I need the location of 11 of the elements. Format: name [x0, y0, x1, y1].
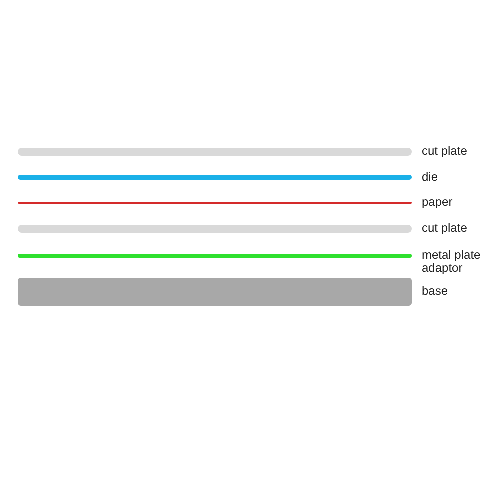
layer-bar — [18, 148, 412, 156]
layer-bar — [18, 225, 412, 233]
layer-label: metal plate adaptor — [422, 249, 482, 275]
layer-label: paper — [422, 196, 454, 209]
layer-bar — [18, 175, 412, 180]
layer-label: cut plate — [422, 222, 468, 235]
layer-label: base — [422, 285, 450, 298]
layer-label: die — [422, 170, 440, 184]
layer-bar — [18, 254, 412, 258]
layer-bar — [18, 278, 412, 306]
layer-label: cut plate — [422, 145, 468, 158]
